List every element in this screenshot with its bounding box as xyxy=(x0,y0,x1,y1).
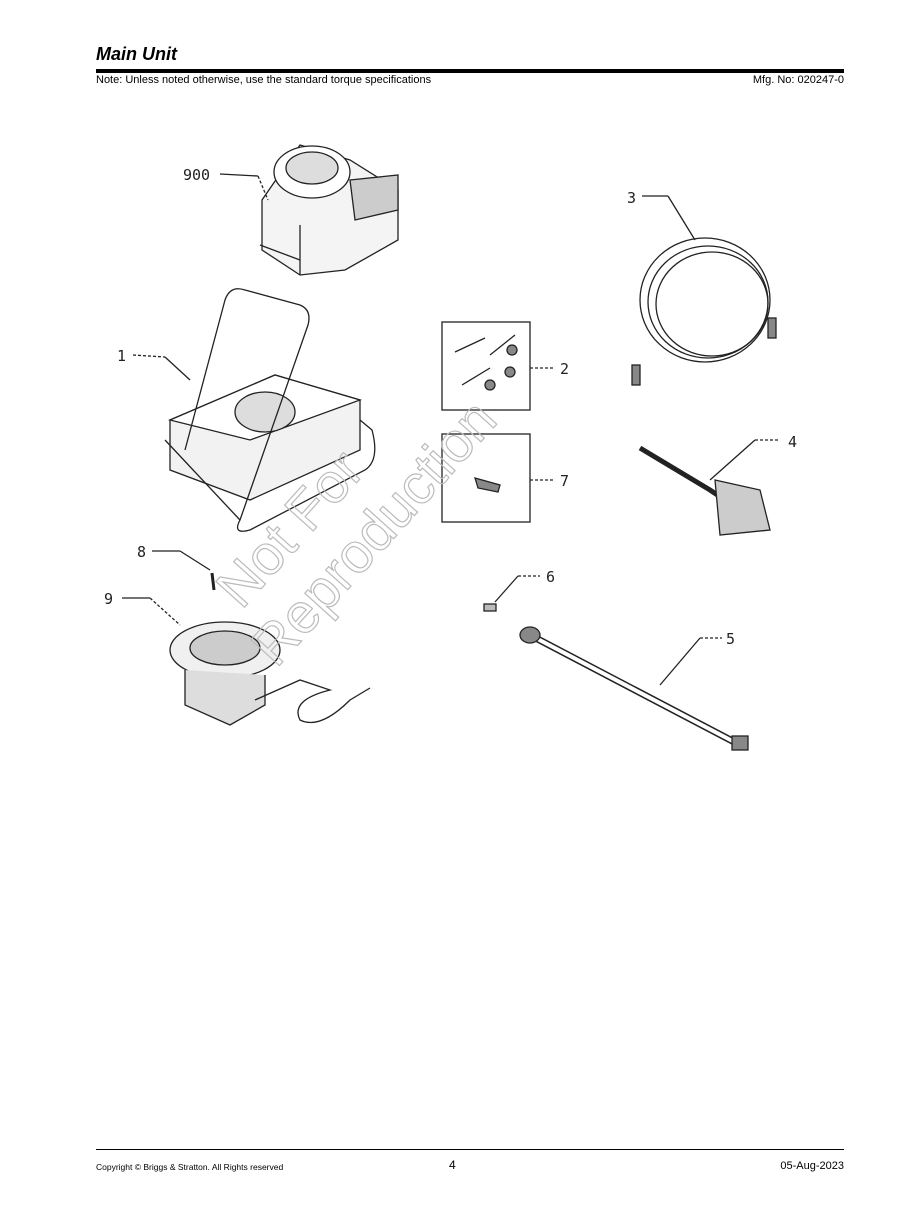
callout-1: 1 xyxy=(117,347,126,365)
part-hardware-kit-2 xyxy=(441,321,531,411)
header-rule xyxy=(96,69,844,73)
callout-9: 9 xyxy=(104,590,113,608)
part-pin xyxy=(210,572,216,591)
page-number: 4 xyxy=(449,1158,456,1172)
footer-date: 05-Aug-2023 xyxy=(780,1160,844,1172)
part-engine xyxy=(259,144,399,276)
callout-7: 7 xyxy=(560,472,569,490)
callout-3: 3 xyxy=(627,189,636,207)
part-wand xyxy=(519,626,749,751)
part-pump xyxy=(169,621,371,726)
part-fitting-kit-7 xyxy=(441,433,531,523)
callout-8: 8 xyxy=(137,543,146,561)
callout-900: 900 xyxy=(183,166,210,184)
footer-rule xyxy=(96,1149,844,1150)
callout-5: 5 xyxy=(726,630,735,648)
part-hose xyxy=(631,237,777,386)
part-nozzle xyxy=(483,603,497,612)
torque-note: Note: Unless noted otherwise, use the st… xyxy=(96,74,432,86)
mfg-number: Mfg. No: 020247-0 xyxy=(752,74,844,86)
page-title: Main Unit xyxy=(96,44,177,64)
callout-2: 2 xyxy=(560,360,569,378)
callout-4: 4 xyxy=(788,433,797,451)
copyright: Copyright © Briggs & Stratton. All Right… xyxy=(96,1162,284,1172)
part-frame xyxy=(164,288,376,532)
callout-6: 6 xyxy=(546,568,555,586)
part-spray-gun xyxy=(638,445,771,536)
